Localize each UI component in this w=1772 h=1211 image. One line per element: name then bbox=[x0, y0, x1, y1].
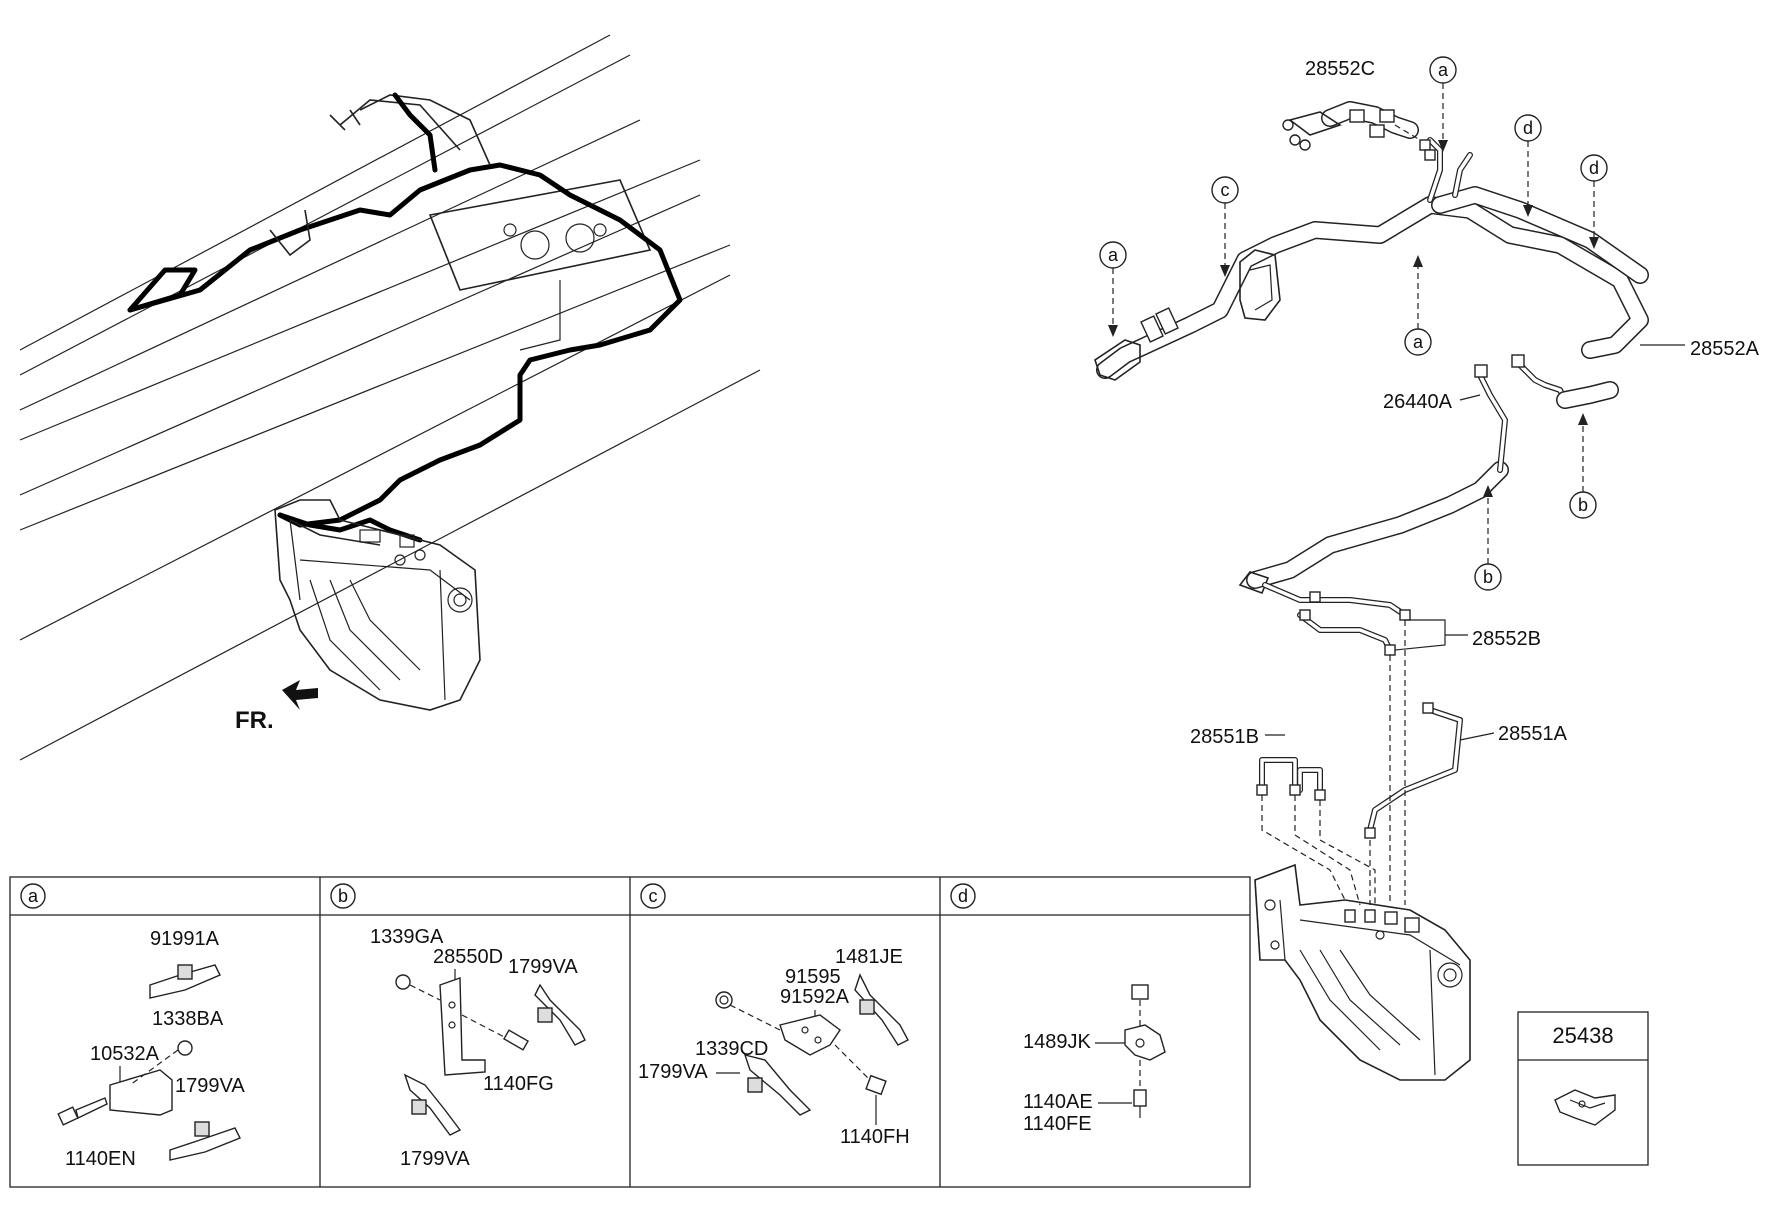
panel-c-part-6: 1140FH bbox=[840, 1126, 910, 1148]
panel-a-part-3: 10532A bbox=[90, 1043, 160, 1065]
label-28552A: 28552A bbox=[1690, 338, 1760, 360]
panel-a-detail: 91991A 1338BA 10532A 1799VA 1140EN bbox=[57, 928, 245, 1170]
label-28551A: 28551A bbox=[1498, 723, 1568, 745]
callout-a-left: a bbox=[1108, 245, 1119, 265]
detail-table: a b c d 91991A 1338BA 10532A 1799VA 1140… bbox=[9, 876, 1251, 1188]
callouts: a d d c a a b b bbox=[1099, 56, 1608, 591]
panel-a-part-5: 1140EN bbox=[65, 1148, 136, 1170]
front-arrow-icon bbox=[282, 680, 318, 710]
panel-d-part-2: 1140AE bbox=[1023, 1091, 1093, 1113]
panel-b-part-1: 1339GA bbox=[370, 926, 444, 948]
callout-a-top: a bbox=[1438, 60, 1449, 80]
hose-assembly-view bbox=[1094, 101, 1649, 1081]
part-labels: 28552C 28552A 26440A 28552B 28551A 28551… bbox=[1190, 58, 1760, 748]
panel-c-part-4: 1339CD bbox=[695, 1038, 768, 1060]
panel-a-part-1: 91991A bbox=[150, 928, 220, 950]
panel-d-part-3: 1140FE bbox=[1023, 1113, 1092, 1135]
vehicle-frame-view: FR. bbox=[19, 34, 761, 761]
panel-d-detail: 1489JK 1140AE 1140FE bbox=[1023, 984, 1166, 1135]
label-28552C: 28552C bbox=[1305, 58, 1375, 80]
panel-b-detail: 1339GA 28550D 1140FG 1799VA 1799VA bbox=[370, 926, 586, 1170]
label-26440A: 26440A bbox=[1383, 391, 1453, 413]
panel-a-header: a bbox=[28, 886, 39, 906]
label-28551B: 28551B bbox=[1190, 726, 1259, 748]
front-indicator-label: FR. bbox=[235, 707, 274, 734]
panel-c-part-2: 91595 bbox=[785, 966, 841, 988]
callout-d-1: d bbox=[1523, 118, 1533, 138]
panel-c-detail: 1481JE 91595 91592A 1339CD 1799VA 1140FH bbox=[638, 946, 910, 1148]
panel-b-part-3: 1799VA bbox=[508, 956, 578, 978]
callout-c: c bbox=[1221, 180, 1230, 200]
part-25438-label: 25438 bbox=[1552, 1023, 1613, 1048]
panel-c-part-1: 1481JE bbox=[835, 946, 903, 968]
panel-d-part-1: 1489JK bbox=[1023, 1031, 1091, 1053]
part-25438-box: 25438 bbox=[1517, 1011, 1649, 1166]
callout-b-right: b bbox=[1578, 495, 1588, 515]
panel-c-part-3: 91592A bbox=[780, 986, 850, 1008]
callout-b-mid: b bbox=[1483, 567, 1493, 587]
panel-b-part-2: 28550D bbox=[433, 946, 503, 968]
panel-b-part-5: 1799VA bbox=[400, 1148, 470, 1170]
panel-c-part-5: 1799VA bbox=[638, 1061, 708, 1083]
panel-a-part-4: 1799VA bbox=[175, 1075, 245, 1097]
panel-b-header: b bbox=[338, 886, 348, 906]
panel-b-part-4: 1140FG bbox=[483, 1073, 554, 1095]
panel-d-header: d bbox=[958, 886, 968, 906]
panel-c-header: c bbox=[649, 886, 658, 906]
callout-d-2: d bbox=[1589, 158, 1599, 178]
callout-a-mid: a bbox=[1413, 332, 1424, 352]
label-28552B: 28552B bbox=[1472, 628, 1541, 650]
panel-a-part-2: 1338BA bbox=[152, 1008, 224, 1030]
